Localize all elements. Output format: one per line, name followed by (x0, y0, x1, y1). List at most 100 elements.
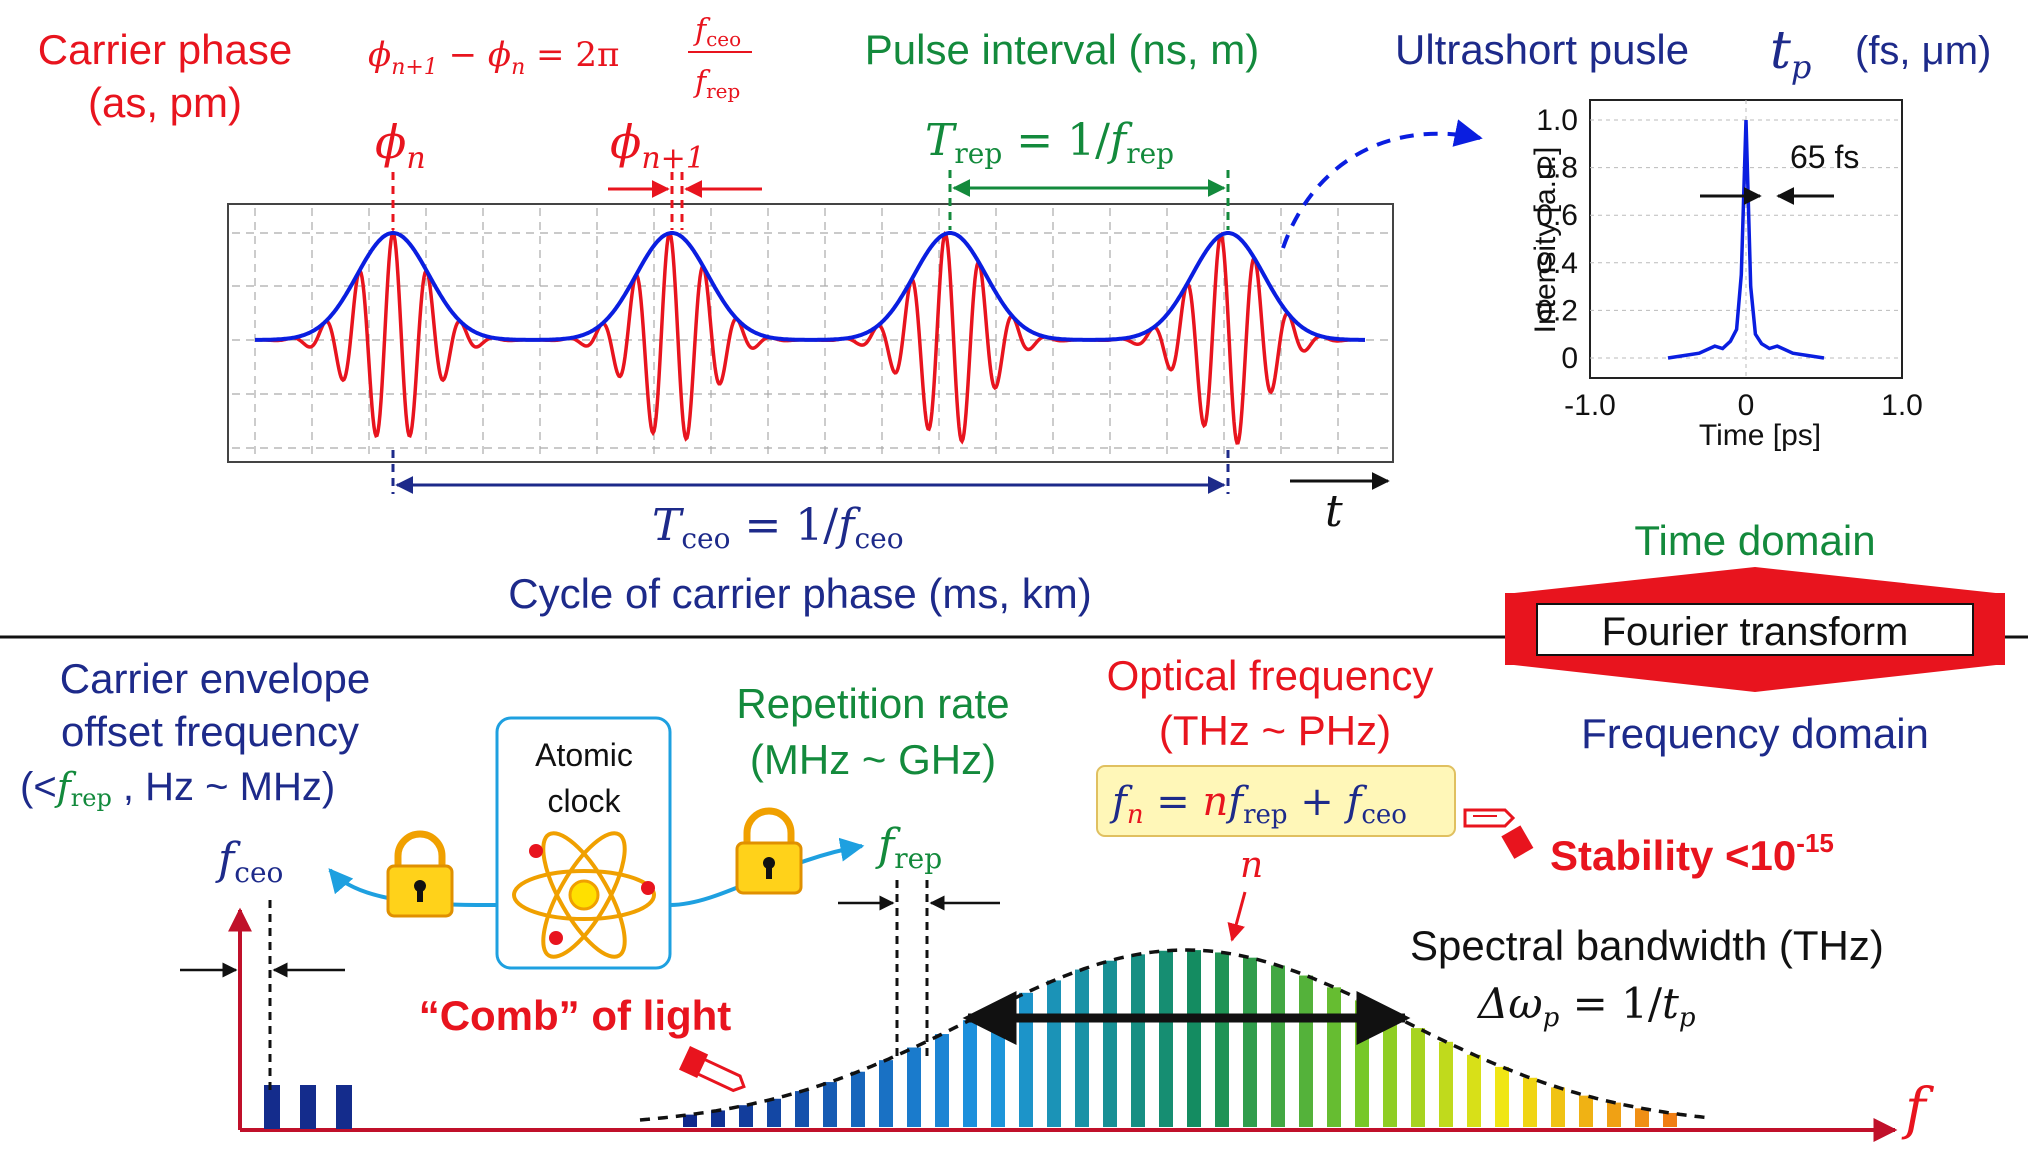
comb-line (1243, 957, 1257, 1127)
comb-line (991, 1006, 1005, 1127)
comb-line (1551, 1087, 1565, 1127)
frep-label: frep (875, 820, 942, 875)
time-axis-label: t (1325, 486, 1343, 537)
rep-rate-label-line2: (MHz ~ GHz) (750, 736, 996, 783)
ultrashort-pulse-label: Ultrashort pusle (1395, 26, 1689, 73)
fn-formula: fn = nfrep + fceo (1109, 779, 1407, 830)
carrier-phase-label-line2: (as, pm) (88, 79, 242, 126)
inset-ytick-label: 0.4 (1536, 247, 1578, 280)
tceo-formula: Tceo = 1/fceo (652, 500, 904, 555)
pulse-interval-label: Pulse interval (ns, m) (865, 26, 1259, 73)
comb-line (1075, 969, 1089, 1127)
inset-xtick-label: 1.0 (1881, 389, 1923, 422)
comb-line (1187, 950, 1201, 1127)
comb-line (1019, 992, 1033, 1127)
comb-line (1411, 1028, 1425, 1127)
pulse-envelope (255, 231, 1365, 342)
lock-icon (386, 830, 454, 918)
comb-line (1635, 1108, 1649, 1127)
trep-formula: Trep = 1/frep (925, 115, 1174, 170)
comb-line (300, 1085, 316, 1129)
time-domain-section: Carrier phase (as, pm) ϕn+1 − ϕn = 2π fc… (38, 13, 1992, 617)
time-domain-label: Time domain (1634, 517, 1875, 564)
ultrashort-units: (fs, μm) (1855, 29, 1991, 73)
stability-label: Stability <10-15 (1550, 828, 1834, 879)
phi-n-plus-1-label: ϕn+1 (610, 115, 705, 176)
formula-numerator: fceo (693, 13, 741, 51)
pointing-hand-icon (679, 1046, 746, 1093)
carrier-phase-label-line1: Carrier phase (38, 26, 292, 73)
intensity-series-line (1667, 119, 1825, 360)
comb-line (1159, 950, 1173, 1127)
optical-frequency-label-line1: Optical frequency (1107, 652, 1434, 699)
ceo-label-line2: offset frequency (61, 708, 359, 755)
comb-line (935, 1034, 949, 1127)
frequency-domain-section: Carrier envelope offset frequency (<frep… (20, 652, 1935, 1142)
comb-line (1215, 952, 1229, 1127)
comb-line (1327, 987, 1341, 1127)
inset-ytick-label: 0.8 (1536, 152, 1578, 185)
fwhm-annotation: 65 fs (1790, 139, 1859, 175)
comb-line (1579, 1095, 1593, 1127)
svg-text:ϕn+1 − ϕn = 2π: ϕn+1 − ϕn = 2π (368, 35, 619, 80)
ceo-label-line1: Carrier envelope (60, 655, 371, 702)
fourier-transform-label: Fourier transform (1602, 610, 1909, 654)
fn-formula-box (1096, 765, 1456, 837)
optical-frequency-label-line2: (THz ~ PHz) (1159, 707, 1391, 754)
n-index-label: n (1240, 845, 1263, 886)
comb-line (907, 1047, 921, 1127)
fourier-transform-block: Time domain Fourier transform Frequency … (1505, 517, 2005, 757)
comb-line (1047, 980, 1061, 1127)
comb-line (1663, 1112, 1677, 1127)
inset-ytick-label: 0 (1561, 342, 1578, 375)
comb-line (1467, 1054, 1481, 1127)
phi-n-label: ϕn (375, 115, 426, 176)
inset-ylabel: Intensity [a.u.] (1529, 147, 1562, 334)
inset-ytick-label: 0.2 (1536, 294, 1578, 327)
atomic-clock-line1: Atomic (535, 737, 633, 773)
inset-ytick-label: 1.0 (1536, 104, 1578, 137)
comb-line (739, 1105, 753, 1127)
bandwidth-formula: Δωp = 1/tp (1476, 979, 1696, 1033)
pointing-hand-icon (1463, 808, 1534, 859)
comb-line (1523, 1077, 1537, 1127)
comb-line (1383, 1014, 1397, 1127)
comb-of-light-label: “Comb” of light (419, 992, 732, 1039)
comb-line (1607, 1102, 1621, 1127)
comb-envelope (639, 948, 1709, 1122)
atomic-clock-line2: clock (548, 783, 622, 819)
fceo-label: fceo (215, 834, 283, 889)
pulse-train-plot (227, 203, 1394, 463)
frequency-axis-label: f (1901, 1077, 1935, 1142)
atomic-clock-box: Atomic clock (495, 716, 672, 970)
tp-symbol: tp (1770, 21, 1811, 86)
comb-line (1439, 1041, 1453, 1127)
frequency-domain-label: Frequency domain (1581, 710, 1929, 757)
inset-ytick-label: 0.6 (1536, 199, 1578, 232)
comb-line (823, 1082, 837, 1127)
comb-line (683, 1114, 697, 1127)
phase-difference-formula: ϕn+1 − ϕn = 2π fceo frep (368, 13, 752, 103)
comb-line (1271, 965, 1285, 1127)
ceo-range-label: (<frep , Hz ~ MHz) (20, 765, 335, 812)
cycle-of-carrier-phase-label: Cycle of carrier phase (ms, km) (508, 570, 1091, 617)
inset-xtick-label: 0 (1738, 389, 1755, 422)
comb-line (711, 1110, 725, 1127)
lock-icon (735, 807, 803, 895)
atom-icon (512, 831, 656, 959)
comb-line (336, 1085, 352, 1129)
comb-line (1495, 1066, 1509, 1127)
comb-line (963, 1020, 977, 1127)
comb-line (1131, 954, 1145, 1127)
comb-line (795, 1091, 809, 1127)
spectral-bandwidth-label: Spectral bandwidth (THz) (1410, 922, 1884, 969)
comb-line (767, 1098, 781, 1127)
rep-rate-label-line1: Repetition rate (736, 680, 1009, 727)
comb-line (264, 1085, 280, 1129)
comb-line (1103, 960, 1117, 1127)
inset-xlabel: Time [ps] (1699, 419, 1821, 452)
zoom-to-inset-arrow (1281, 119, 1483, 249)
comb-line (879, 1060, 893, 1127)
